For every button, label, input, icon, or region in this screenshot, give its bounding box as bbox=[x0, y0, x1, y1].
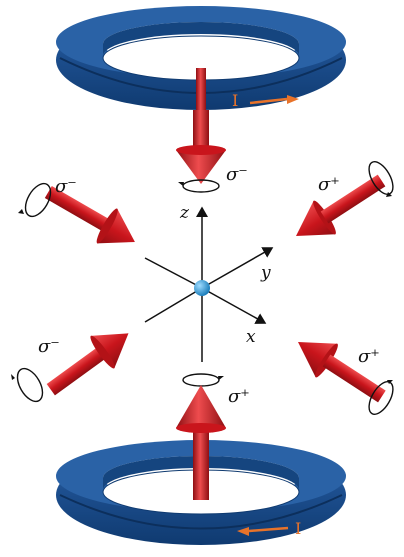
top-beam bbox=[176, 110, 226, 184]
y-axis-neg bbox=[144, 287, 203, 323]
upper-left-beam bbox=[44, 185, 135, 244]
bottom-beam-label: σ⁺ bbox=[228, 386, 250, 407]
x-axis-label: x bbox=[246, 327, 256, 347]
lower-left-beam bbox=[46, 333, 129, 396]
bottom-beam bbox=[176, 385, 226, 500]
upper-right-polarization-icon bbox=[368, 161, 394, 197]
top-coil bbox=[56, 6, 346, 110]
x-axis-neg bbox=[144, 257, 203, 289]
lower-left-beam-label: σ⁻ bbox=[38, 336, 60, 357]
top-current-label: I bbox=[232, 91, 238, 110]
top-polarization-icon bbox=[178, 179, 220, 193]
z-axis-label: z bbox=[179, 203, 190, 223]
top-beam-tail bbox=[196, 68, 206, 128]
lower-right-beam-label: σ⁺ bbox=[358, 346, 380, 367]
bottom-current-label: I bbox=[295, 519, 301, 538]
top-current-indicator: I bbox=[232, 91, 299, 110]
atom-cloud bbox=[194, 280, 210, 296]
bottom-current-indicator: I bbox=[237, 519, 301, 538]
top-beam-label: σ⁻ bbox=[226, 164, 248, 185]
coordinate-axes bbox=[144, 206, 274, 362]
upper-right-beam bbox=[296, 174, 386, 236]
upper-left-polarization-icon bbox=[18, 182, 52, 218]
y-axis-label: y bbox=[260, 263, 271, 283]
y-axis bbox=[201, 247, 274, 289]
lower-right-polarization-icon bbox=[368, 380, 394, 415]
upper-left-beam-label: σ⁻ bbox=[55, 176, 77, 197]
bottom-polarization-icon bbox=[182, 373, 224, 387]
lower-left-polarization-icon bbox=[11, 367, 44, 403]
x-axis bbox=[201, 287, 267, 324]
lower-right-beam bbox=[298, 342, 386, 403]
upper-right-beam-label: σ⁺ bbox=[318, 174, 340, 195]
